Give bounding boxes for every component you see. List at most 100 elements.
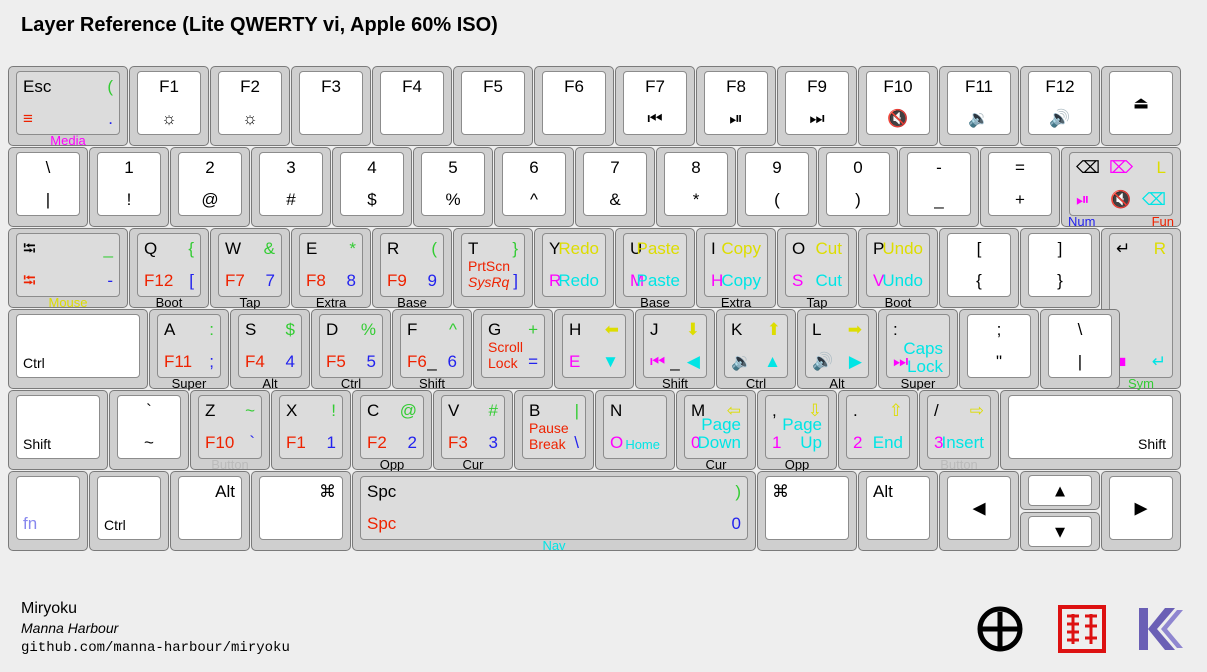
key-esc: Esc(≡.Media (8, 66, 128, 148)
key-f5-label-tc: F5 (483, 77, 503, 96)
key-q-label-ft: Boot (155, 295, 183, 310)
keycap: 6^ (502, 152, 566, 216)
key-x-label-br: 1 (326, 433, 336, 452)
keycap: L➡🔊▶ (805, 314, 869, 378)
key-c-label-bl: F2 (367, 433, 387, 452)
key-rcmd-label-tl: ⌘ (772, 482, 789, 501)
key-f8: F8⏯ (696, 66, 776, 146)
key-lbracket: [{ (939, 228, 1019, 308)
key-f9-label-bc: ⏭ (809, 109, 825, 128)
key-enter-label-bl: ■ (1116, 352, 1127, 371)
keycap: K⬆🔉▲ (724, 314, 788, 378)
key-s-label-bl: F4 (245, 352, 265, 371)
key-c-label-ft: Opp (379, 457, 405, 472)
key-v-label-br: 3 (488, 433, 498, 452)
key-semicolon: ;" (959, 309, 1039, 389)
key-ctrl-label-bl: Ctrl (23, 355, 45, 371)
key-tab-label-tl: ⭾ (23, 239, 36, 258)
key-l-label-tl: L (812, 320, 822, 339)
key-s-label-ft: Alt (262, 376, 278, 391)
key-f9-label-tc: F9 (807, 77, 827, 96)
key-n-label-br: Home (625, 437, 660, 452)
key-slash-label-br: Insert (941, 433, 984, 452)
key-lcmd: ⌘ (251, 471, 351, 551)
key-f12-label-bc: 🔊 (1049, 109, 1071, 128)
keycap: F6 (542, 71, 606, 135)
key-f-label-ft: Shift (418, 376, 445, 391)
keycap: 5% (421, 152, 485, 216)
project-url[interactable]: github.com/manna-harbour/miryoku (21, 640, 290, 656)
key-f2-label-bc: ☼ (242, 109, 258, 128)
keycap: Ctrl (97, 476, 161, 540)
key-p-label-ft: Boot (884, 295, 912, 310)
key-w-label-bl: F7 (225, 271, 245, 290)
keycap: :Caps⏭Lock (886, 314, 950, 378)
key-z-label-br: ` (249, 433, 255, 452)
key-b-label-br: \ (574, 433, 579, 452)
key-hash-label-tc: \ (1077, 320, 1083, 339)
key-backspace-label-ftl: Num (1068, 214, 1096, 229)
key-a-label-bl: F11 (164, 352, 193, 371)
keycap: ▶ (1109, 476, 1173, 540)
key-x-label-tr: ! (331, 401, 336, 420)
key-e-label-tr: * (349, 239, 356, 258)
key-equal-label-bc: + (1015, 190, 1025, 209)
key-lbracket-label-tc: [ (976, 239, 982, 258)
key-space-label-br: 0 (731, 514, 741, 533)
key-up-label-cc: ▲ (1051, 481, 1069, 500)
key-m-label-br2: Down (697, 433, 741, 452)
key-colon-label-bl: ⏭ (893, 352, 909, 371)
key-j-label-ft: Shift (661, 376, 688, 391)
project-name: Miryoku (21, 600, 78, 617)
key-equal: =+ (980, 147, 1060, 227)
key-minus-label-tc: - (936, 158, 942, 177)
keycap: F3 (299, 71, 363, 135)
key-f5: F5 (453, 66, 533, 146)
key-colon-label-tr2: Lock (907, 357, 943, 376)
key-down-label-cc: ▼ (1051, 522, 1069, 541)
key-b-label-tr: | (574, 401, 579, 420)
key-f10-label-tc: F10 (883, 77, 913, 96)
key-h-label-tr: ⬅ (604, 320, 619, 339)
key-n9-label-bc: ( (774, 190, 780, 209)
key-j-label-tr: ⬇ (685, 320, 700, 339)
key-d-label-br: 5 (366, 352, 376, 371)
key-m-label-tr: ⇦ (726, 401, 741, 420)
key-esc-label-ft: Media (50, 133, 86, 148)
key-f1-label-tc: F1 (159, 77, 179, 96)
miryoku-mark-logo (977, 606, 1023, 652)
key-backspace-label-bm: 🔇 (1110, 190, 1132, 209)
key-n3-label-bc: # (286, 190, 296, 209)
key-t-label-bl2: SysRq (468, 274, 510, 290)
key-n9-label-tc: 9 (772, 158, 782, 177)
key-u-label-bl: M (630, 271, 645, 290)
key-f11: F11🔉 (939, 66, 1019, 146)
key-lcmd-label-tr: ⌘ (319, 482, 336, 501)
key-y-label-br: Redo (558, 271, 599, 290)
key-n9: 9( (737, 147, 817, 227)
key-e-label-ft: Extra (315, 295, 347, 310)
keycap: F4 (380, 71, 444, 135)
key-y-label-tr: Redo (558, 239, 599, 258)
key-i-label-tl: I (711, 239, 716, 258)
key-e-label-tl: E (306, 239, 318, 258)
key-eject-label-cc: ⏏ (1132, 93, 1150, 113)
key-i-label-ft: Extra (720, 295, 752, 310)
key-esc-label-bl: ≡ (23, 109, 33, 128)
key-f3-label-tc: F3 (321, 77, 341, 96)
key-i-label-bl: H (711, 271, 724, 290)
keycap: =+ (988, 152, 1052, 216)
key-w-label-tl: W (225, 239, 242, 258)
